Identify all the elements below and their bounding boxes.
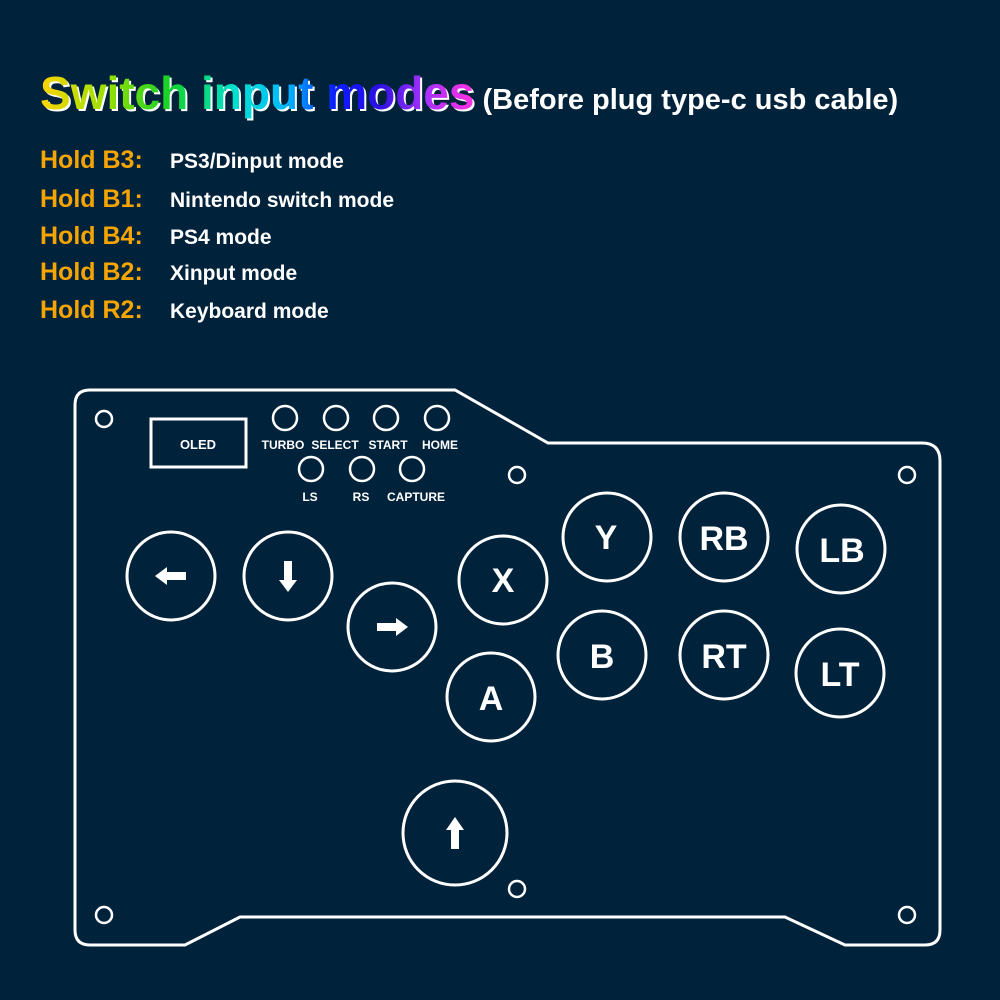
rb-button[interactable] (678, 491, 770, 583)
start-button[interactable] (372, 404, 400, 432)
rt-label: RT (701, 638, 747, 676)
lt-button[interactable] (794, 627, 886, 719)
oled-label: OLED (180, 437, 216, 452)
mode-key: Hold B4: (40, 222, 143, 250)
board-outline (73, 388, 942, 947)
mount-hole (94, 409, 114, 429)
mount-hole (897, 905, 917, 925)
home-label: HOME (422, 438, 458, 452)
arrow-right-icon (377, 618, 408, 636)
home-button[interactable] (423, 404, 451, 432)
turbo-label: TURBO (262, 438, 305, 452)
capture-label: CAPTURE (387, 490, 445, 504)
select-label: SELECT (311, 438, 359, 452)
mode-value: Xinput mode (170, 262, 298, 285)
up-button[interactable] (401, 779, 509, 887)
b-label: B (590, 638, 615, 676)
mount-hole (507, 879, 527, 899)
left-button[interactable] (125, 530, 217, 622)
y-label: Y (595, 519, 618, 557)
b-button[interactable] (556, 609, 648, 701)
mode-key: Hold B1: (40, 185, 143, 213)
ls-label: LS (302, 490, 317, 504)
arrow-up-icon (446, 817, 464, 849)
title-sub: (Before plug type-c usb cable) (482, 84, 899, 116)
oled-screen (149, 417, 248, 469)
mode-value: Nintendo switch mode (170, 189, 395, 212)
arrow-left-icon (155, 567, 186, 585)
mount-hole (897, 465, 917, 485)
ls-button[interactable] (297, 455, 325, 483)
mode-key: Hold B3: (40, 146, 143, 174)
right-button[interactable] (346, 581, 438, 673)
mode-value: Keyboard mode (170, 300, 329, 323)
a-button[interactable] (445, 651, 537, 743)
arrow-down-icon (279, 561, 297, 592)
mode-row: Hold B1: Nintendo switch mode (40, 185, 394, 214)
lb-label: LB (819, 532, 864, 570)
mode-value: PS4 mode (170, 226, 272, 249)
rs-label: RS (353, 490, 370, 504)
mode-row: Hold R2: Keyboard mode (40, 296, 329, 325)
x-button[interactable] (457, 534, 549, 626)
select-button[interactable] (322, 404, 350, 432)
down-button[interactable] (242, 530, 334, 622)
title: Switch input modes(Before plug type-c us… (40, 66, 898, 120)
mode-value: PS3/Dinput mode (170, 150, 344, 173)
mount-hole (94, 905, 114, 925)
start-label: START (368, 438, 408, 452)
rs-button[interactable] (348, 455, 376, 483)
y-button[interactable] (561, 491, 653, 583)
mode-key: Hold R2: (40, 296, 143, 324)
lb-button[interactable] (795, 503, 887, 595)
a-label: A (479, 680, 504, 718)
mount-hole (507, 465, 527, 485)
mode-row: Hold B2: Xinput mode (40, 258, 297, 287)
mode-row: Hold B4: PS4 mode (40, 222, 272, 251)
title-main: Switch input modes (40, 67, 475, 119)
turbo-button[interactable] (271, 404, 299, 432)
capture-button[interactable] (398, 455, 426, 483)
lt-label: LT (820, 656, 859, 694)
x-label: X (492, 562, 515, 600)
rt-button[interactable] (678, 609, 770, 701)
mode-row: Hold B3: PS3/Dinput mode (40, 146, 344, 175)
mode-key: Hold B2: (40, 258, 143, 286)
rb-label: RB (699, 520, 748, 558)
